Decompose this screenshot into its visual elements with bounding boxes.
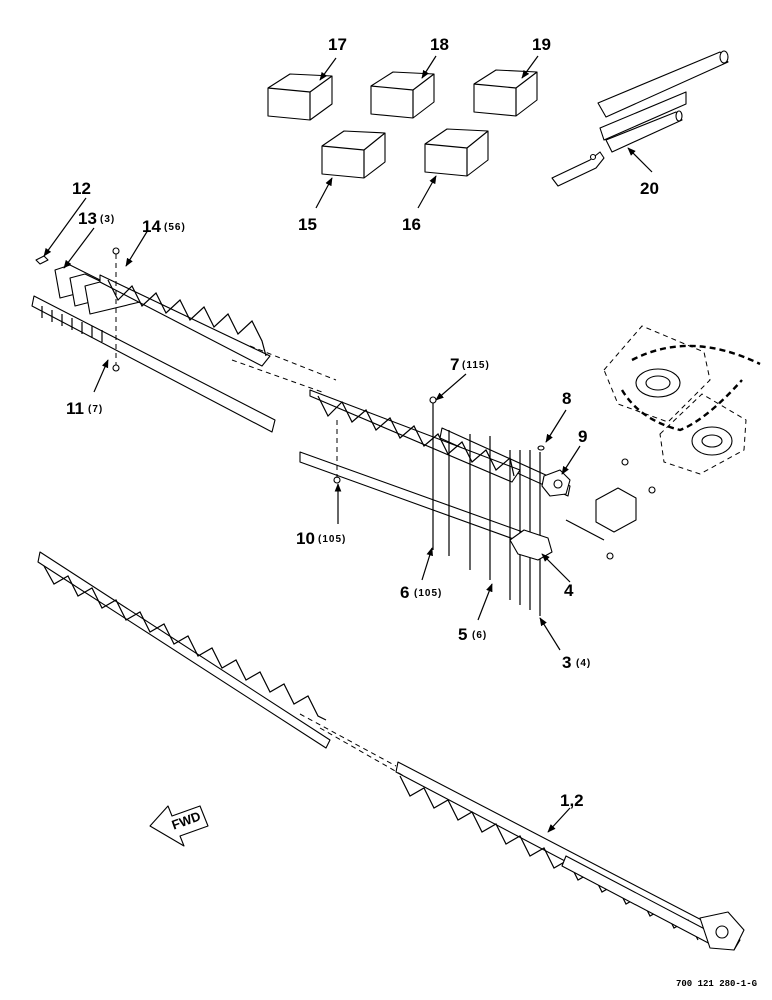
callout-7: 7: [450, 355, 459, 374]
callout-labels: 17 18 19 20 15 16 12 13 (3) 14 (56) 11 (…: [66, 35, 659, 810]
callout-3: 3: [562, 653, 571, 672]
drive-assembly: [565, 325, 761, 560]
callout-7-qty: (115): [462, 360, 490, 371]
callout-4: 4: [564, 581, 574, 600]
box-part-18: [370, 71, 435, 119]
callout-5-qty: (6): [472, 630, 487, 641]
callout-11: 11: [66, 399, 84, 418]
knife-sections-14: [99, 274, 271, 367]
fasteners-3-5-6: [333, 396, 541, 616]
callout-5: 5: [458, 625, 467, 644]
box-part-19: [473, 69, 538, 117]
callout-6-qty: (105): [414, 588, 442, 599]
callout-6: 6: [400, 583, 409, 602]
callout-11-qty: (7): [88, 404, 103, 415]
middle-cutterbar-assembly: [299, 389, 571, 616]
callout-3-qty: (4): [576, 658, 591, 669]
callout-13: 13: [78, 209, 97, 228]
box-part-17: [267, 73, 333, 121]
callout-13-qty: (3): [100, 214, 115, 225]
callout-18: 18: [430, 35, 449, 54]
callout-15: 15: [298, 215, 317, 234]
bolts: [41, 306, 103, 342]
callout-19: 19: [532, 35, 551, 54]
callout-9: 9: [578, 427, 587, 446]
callout-10: 10: [296, 529, 315, 548]
callout-10-qty: (105): [318, 534, 346, 545]
callout-8: 8: [562, 389, 571, 408]
upper-cutterbar-assembly: [31, 247, 276, 433]
forward-direction-arrow: FWD: [149, 805, 209, 847]
callout-12: 12: [72, 179, 91, 198]
callout-16: 16: [402, 215, 421, 234]
knife-sections-mid: [309, 389, 521, 483]
callout-14-qty: (56): [164, 222, 186, 233]
rod-assembly-part-20: [551, 50, 729, 187]
callout-14: 14: [142, 217, 161, 236]
document-number: 700 121 280-1-G: [676, 979, 757, 989]
lower-knife-assembly-1-2: [37, 551, 745, 951]
callout-17: 17: [328, 35, 347, 54]
callout-1-2: 1,2: [560, 791, 584, 810]
leader-lines: [43, 55, 653, 833]
box-part-16: [424, 128, 489, 177]
callout-20: 20: [640, 179, 659, 198]
box-part-15: [321, 130, 386, 179]
